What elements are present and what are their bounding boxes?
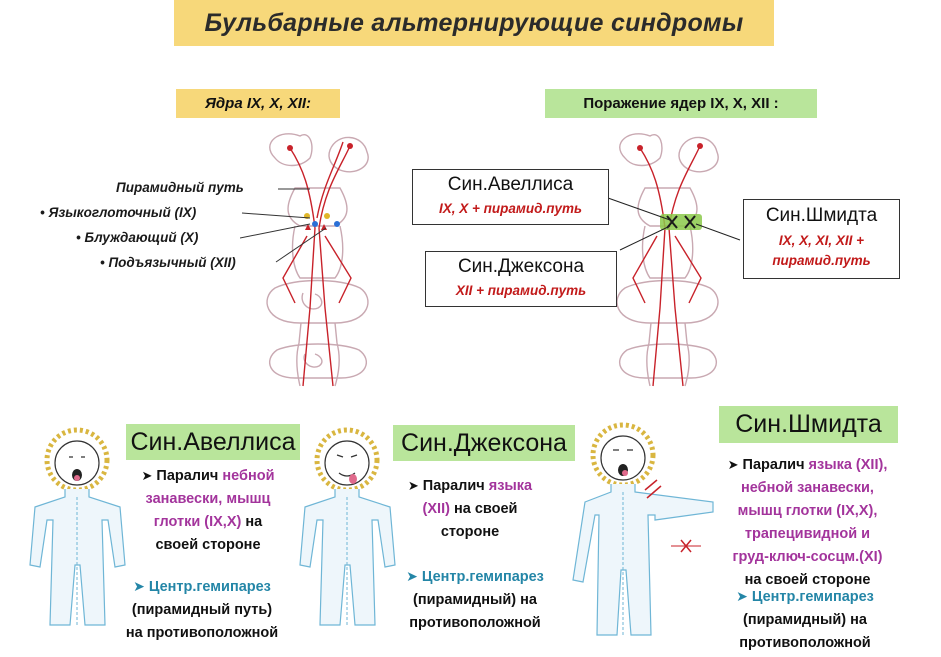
schmidt-lesion-desc-1: IX, X, XI, XII +	[778, 233, 865, 248]
lesion-tag: Поражение ядер IX, X, XII :	[545, 89, 817, 118]
schmidt-symptom-1: ➤Паралич языка (XII), небной занавески, …	[700, 453, 915, 592]
jackson-symptom-1: ➤Паралич языка (XII) на своей стороне	[380, 474, 560, 544]
schmidt-lesion-desc-2: пирамид.путь	[772, 253, 871, 268]
jackson-symptom-2: ➤Центр.гемипарез (пирамидный) на противо…	[375, 565, 575, 635]
patient-figure-schmidt	[572, 422, 714, 636]
lesion-pointers	[607, 197, 741, 251]
schmidt-p2-line3: противоположной	[739, 635, 871, 651]
jackson-lesion-name: Син.Джексона	[457, 256, 585, 277]
avellis-p2-line3: на противоположной	[125, 625, 279, 641]
hypoglossal-label: • Подъязычный (XII)	[100, 255, 236, 270]
jackson-p2-line3: противоположной	[409, 615, 541, 631]
avellis-lesion-box: Син.Авеллиса IX, X + пирамид.путь	[412, 169, 609, 225]
schmidt-p1-c: мышц глотки (IX,X),	[737, 503, 878, 519]
avellis-title-text: Син.Авеллиса	[130, 427, 296, 456]
patient-figure-avellis	[29, 427, 126, 626]
schmidt-p1-prefix: Паралич	[742, 457, 805, 473]
jackson-p2-highlight: Центр.гемипарез	[421, 569, 544, 585]
schmidt-p1-d: трапецивидной и	[744, 526, 871, 542]
schmidt-p2-line2: (пирамидный) на	[742, 612, 867, 628]
avellis-p1-prefix: Паралич	[156, 468, 219, 484]
jackson-title-text: Син.Джексона	[401, 428, 567, 457]
avellis-p1-b: занавески, мышц	[145, 491, 271, 507]
glossopharyngeal-label: • Языкоглоточный (IX)	[40, 205, 197, 220]
title-banner: Бульбарные альтернирующие синдромы	[174, 0, 774, 46]
schmidt-title: Син.Шмидта	[719, 406, 898, 443]
jackson-p1-b: (XII)	[422, 501, 450, 517]
avellis-p1-c: глотки (IX,X)	[153, 514, 242, 530]
jackson-p1-line3: стороне	[440, 524, 500, 540]
page-title: Бульбарные альтернирующие синдромы	[204, 8, 744, 37]
avellis-symptom-1: ➤Паралич небной занавески, мышц глотки (…	[108, 464, 308, 557]
brainstem-diagram-right	[616, 133, 719, 387]
schmidt-lesion-name: Син.Шмидта	[765, 205, 878, 226]
avellis-p1-suffix: на	[245, 514, 263, 530]
brainstem-diagram-left	[266, 133, 369, 387]
avellis-p2-line2: (пирамидный путь)	[131, 602, 273, 618]
label-leaders	[240, 188, 327, 263]
nuclei-tag: Ядра IX, X, XII:	[176, 89, 340, 118]
schmidt-p1-b: небной занавески,	[741, 480, 874, 496]
avellis-p2-highlight: Центр.гемипарез	[148, 579, 271, 595]
schmidt-p2-highlight: Центр.гемипарез	[751, 589, 874, 605]
jackson-p1-prefix: Паралич	[422, 478, 485, 494]
schmidt-title-text: Син.Шмидта	[735, 410, 882, 438]
jackson-lesion-desc: XII + пирамид.путь	[455, 283, 587, 298]
jackson-p1-a: языка	[488, 478, 533, 494]
avellis-p1-line4: своей стороне	[155, 537, 261, 553]
avellis-lesion-desc: IX, X + пирамид.путь	[439, 201, 582, 216]
jackson-p1-suffix: на своей	[453, 501, 518, 517]
schmidt-p1-a: языка (XII),	[808, 457, 888, 473]
pyramidal-tract-label: Пирамидный путь	[116, 180, 244, 195]
patient-figure-jackson	[299, 427, 396, 626]
avellis-p1-a: небной	[222, 468, 275, 484]
vagus-label: • Блуждающий (X)	[76, 230, 199, 245]
schmidt-p1-line6: на своей стороне	[744, 572, 871, 588]
jackson-p2-line2: (пирамидный) на	[412, 592, 537, 608]
schmidt-symptom-2: ➤Центр.гемипарез (пирамидный) на противо…	[705, 585, 905, 655]
schmidt-p1-e: груд-ключ-сосцм.(XI)	[732, 549, 883, 565]
avellis-symptom-2: ➤Центр.гемипарез (пирамидный путь) на пр…	[102, 575, 302, 645]
avellis-lesion-name: Син.Авеллиса	[447, 174, 574, 195]
jackson-lesion-box: Син.Джексона XII + пирамид.путь	[425, 251, 617, 307]
avellis-title: Син.Авеллиса	[126, 424, 300, 460]
schmidt-lesion-box: Син.Шмидта IX, X, XI, XII + пирамид.путь	[743, 199, 900, 279]
jackson-title: Син.Джексона	[393, 425, 575, 461]
